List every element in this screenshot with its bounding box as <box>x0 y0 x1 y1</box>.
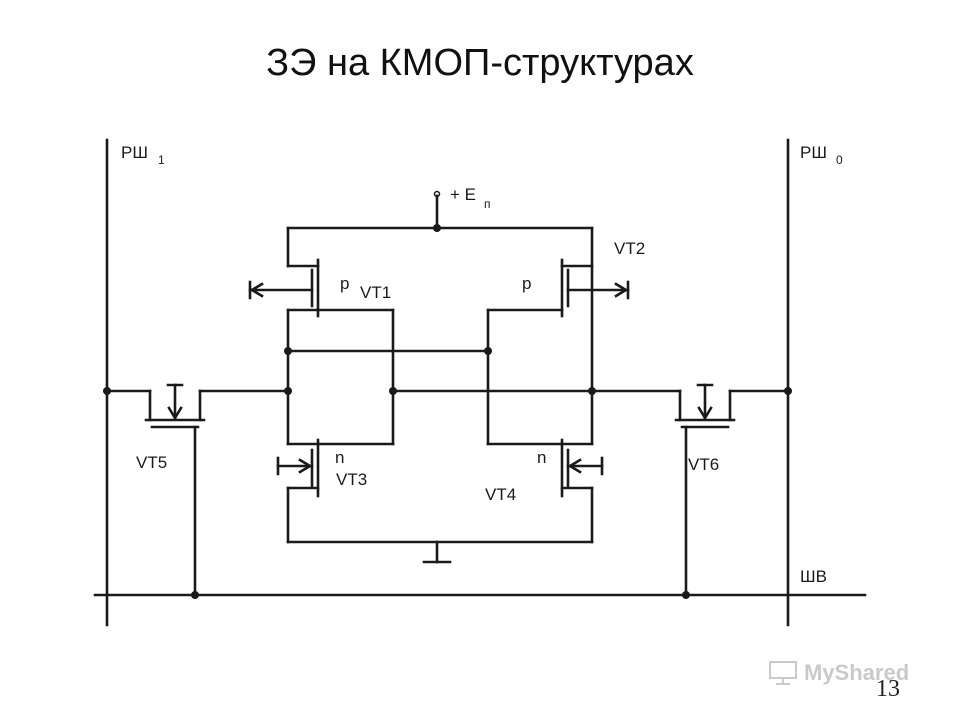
vt3-label: VT3 <box>336 470 367 489</box>
supply-label: + E <box>450 185 476 204</box>
vt1-label: VT1 <box>360 283 391 302</box>
vt3-type-label: n <box>335 448 344 467</box>
page-number: 13 <box>876 676 900 702</box>
transistor-vt2 <box>486 258 630 318</box>
vt5-label: VT5 <box>136 453 167 472</box>
presentation-icon <box>769 661 797 685</box>
bus-lines <box>93 138 867 627</box>
transistor-vt6 <box>674 383 736 599</box>
transistor-vt3 <box>276 438 395 498</box>
supply-node <box>433 224 441 232</box>
transistor-vt5 <box>144 383 206 599</box>
bitline-1-label: РШ <box>121 143 148 162</box>
vt6-label: VT6 <box>688 455 719 474</box>
vt2-label: VT2 <box>614 239 645 258</box>
ground-rail <box>286 486 594 564</box>
bitline-1-subscript: 1 <box>158 153 165 167</box>
vt4-type-label: n <box>537 448 546 467</box>
slide-title: ЗЭ на КМОП-структурах <box>266 42 694 84</box>
cell-wiring <box>103 264 792 446</box>
supply-rail <box>286 190 594 268</box>
watermark-text: MyShared <box>804 660 910 685</box>
vt4-label: VT4 <box>485 485 516 504</box>
bitline-0-label: РШ <box>800 143 827 162</box>
vt2-type-label: p <box>522 274 531 293</box>
wordline-label: ШВ <box>800 567 827 586</box>
transistor-vt1 <box>248 258 395 318</box>
watermark: MyShared <box>768 660 909 686</box>
supply-subscript: п <box>484 197 491 211</box>
transistor-vt4 <box>486 438 604 498</box>
bitline-0-subscript: 0 <box>836 153 843 167</box>
vt1-type-label: p <box>340 274 349 293</box>
